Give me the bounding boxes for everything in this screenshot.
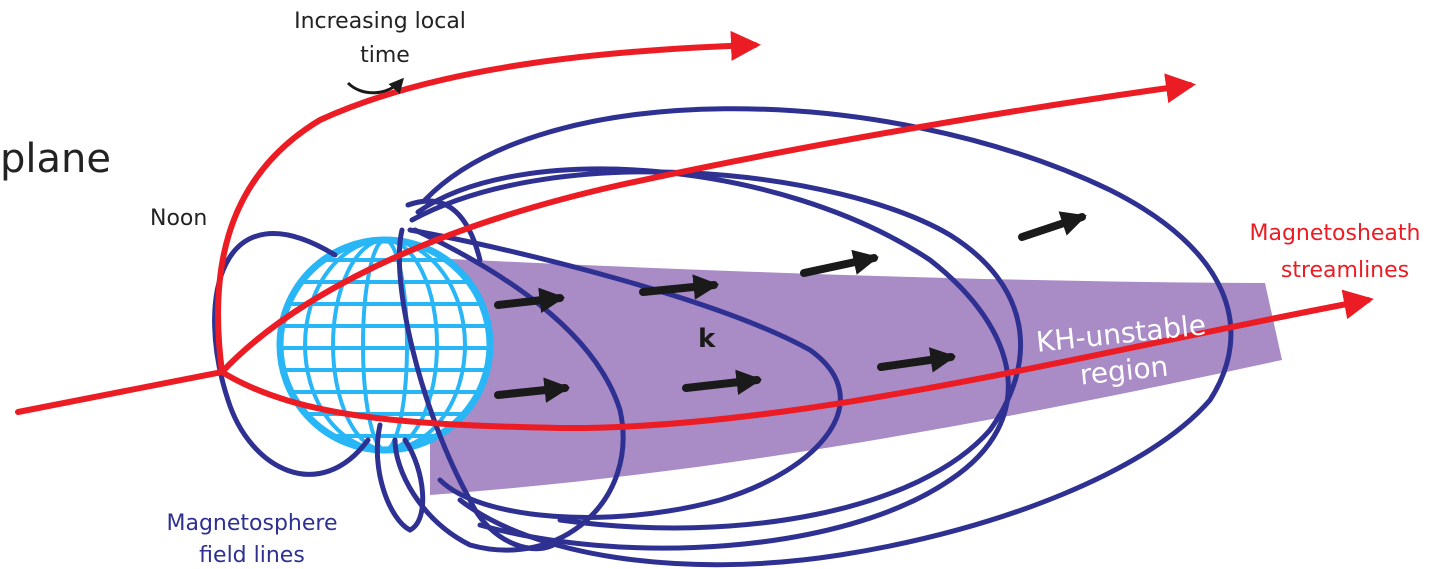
magnetosheath-streamlines bbox=[15, 30, 1374, 432]
wave-vector-k-label: k bbox=[698, 324, 716, 354]
plane-label: plane bbox=[0, 136, 111, 182]
streamline-lower bbox=[15, 289, 1374, 432]
k-arrow bbox=[800, 249, 880, 277]
increasing-local-time-label-line2: time bbox=[360, 43, 410, 68]
field-line-8 bbox=[374, 422, 426, 533]
magnetosheath-label-line1: Magnetosheath bbox=[1250, 221, 1421, 246]
k-arrow bbox=[494, 377, 571, 403]
local-time-curved-arrow-icon bbox=[346, 77, 404, 95]
streamline-upper bbox=[215, 30, 761, 375]
streamline-inner bbox=[219, 73, 1196, 375]
noon-label: Noon bbox=[150, 206, 207, 231]
wave-vector-arrows bbox=[494, 211, 1087, 403]
magnetosphere-label-line2: field lines bbox=[199, 543, 305, 568]
field-line-4 bbox=[422, 106, 1234, 568]
kh-unstable-region bbox=[430, 258, 1282, 495]
magnetosheath-label-line2: streamlines bbox=[1281, 258, 1409, 283]
magnetosphere-field-lines bbox=[212, 106, 1234, 568]
field-line-6 bbox=[396, 227, 563, 552]
field-line-5 bbox=[409, 169, 1024, 531]
field-line-7 bbox=[405, 198, 483, 263]
k-arrow bbox=[682, 369, 763, 396]
k-arrow bbox=[494, 287, 566, 314]
field-line-1 bbox=[392, 227, 626, 553]
field-line-dayside-loop bbox=[212, 231, 371, 477]
magnetosphere-label-line1: Magnetosphere bbox=[167, 511, 338, 536]
k-arrow bbox=[1018, 211, 1087, 241]
increasing-local-time-label-line1: Increasing local bbox=[294, 9, 466, 34]
k-arrow bbox=[877, 347, 957, 373]
k-arrow bbox=[639, 274, 720, 300]
field-line-2 bbox=[407, 227, 843, 520]
earth-globe-icon bbox=[276, 236, 494, 454]
